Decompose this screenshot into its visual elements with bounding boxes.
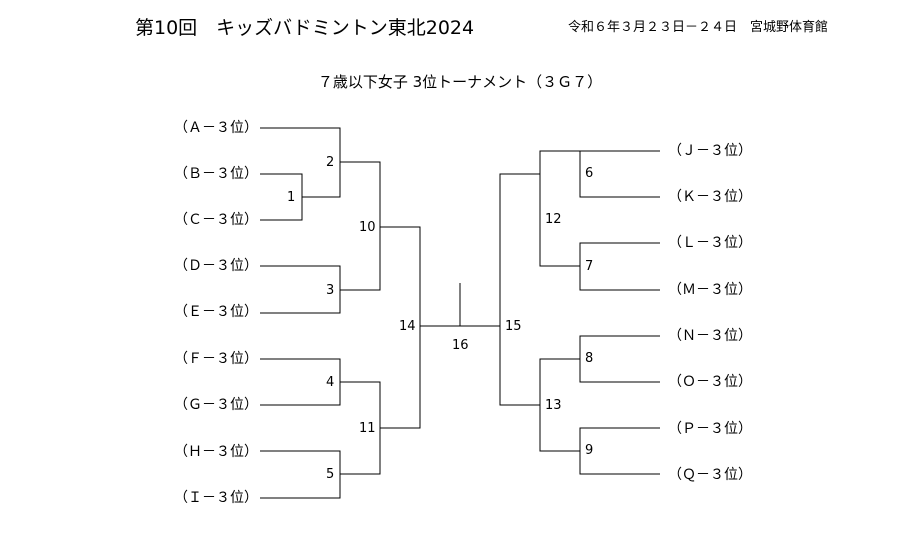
- team-label-l: （Ｌ－３位）: [668, 235, 752, 251]
- team-label-j: （Ｊ－３位）: [668, 143, 752, 159]
- team-label-h: （Ｈ－３位）: [174, 444, 258, 460]
- match-number-11: 11: [359, 421, 376, 436]
- team-label-b: （Ｂ－３位）: [174, 166, 258, 182]
- match-number-15: 15: [505, 319, 522, 334]
- match-number-3: 3: [326, 283, 335, 298]
- match-number-13: 13: [545, 398, 562, 413]
- team-label-n: （Ｎ－３位）: [668, 328, 752, 344]
- date-venue: 令和６年３月２３日－２４日 宮城野体育館: [568, 20, 829, 35]
- page-title: 第10回 キッズバドミントン東北2024: [135, 17, 475, 39]
- team-label-c: （Ｃ－３位）: [174, 212, 258, 228]
- match-number-9: 9: [585, 443, 594, 458]
- line-match-1: [260, 173, 303, 221]
- team-label-o: （Ｏ－３位）: [668, 374, 752, 390]
- team-label-a: （Ａ－３位）: [174, 120, 258, 136]
- match-number-6: 6: [585, 166, 594, 181]
- match-number-4: 4: [326, 375, 335, 390]
- team-label-i: （Ｉ－３位）: [174, 490, 258, 506]
- team-label-k: （Ｋ－３位）: [668, 189, 752, 205]
- line-match-6: [579, 150, 660, 198]
- team-label-m: （Ｍ－３位）: [668, 282, 752, 298]
- match-number-7: 7: [585, 259, 594, 274]
- match-number-8: 8: [585, 351, 594, 366]
- team-label-q: （Ｑ－３位）: [668, 467, 752, 483]
- match-number-14: 14: [399, 319, 416, 334]
- line-match-13: [539, 358, 580, 452]
- match-number-5: 5: [326, 467, 335, 482]
- team-label-e: （Ｅ－３位）: [174, 304, 258, 320]
- match-number-12: 12: [545, 212, 562, 227]
- match-number-10: 10: [359, 220, 376, 235]
- match-number-1: 1: [287, 190, 296, 205]
- match-number-2: 2: [326, 155, 335, 170]
- match-number-16: 16: [452, 338, 469, 353]
- line-match-9: [579, 427, 660, 475]
- line-match-8: [579, 335, 660, 383]
- line-match-15: [499, 173, 540, 406]
- team-label-d: （Ｄ－３位）: [174, 258, 258, 274]
- tournament-subtitle: ７歳以下女子 3位トーナメント（３Ｇ７）: [317, 73, 603, 91]
- team-label-p: （Ｐ－３位）: [668, 421, 752, 437]
- line-match-7: [579, 242, 660, 291]
- team-label-g: （Ｇ－３位）: [174, 397, 258, 413]
- line-match-12: [539, 150, 580, 267]
- team-label-f: （Ｆ－３位）: [174, 351, 258, 367]
- line-match-14: [380, 226, 421, 429]
- line-match-10: [340, 161, 381, 291]
